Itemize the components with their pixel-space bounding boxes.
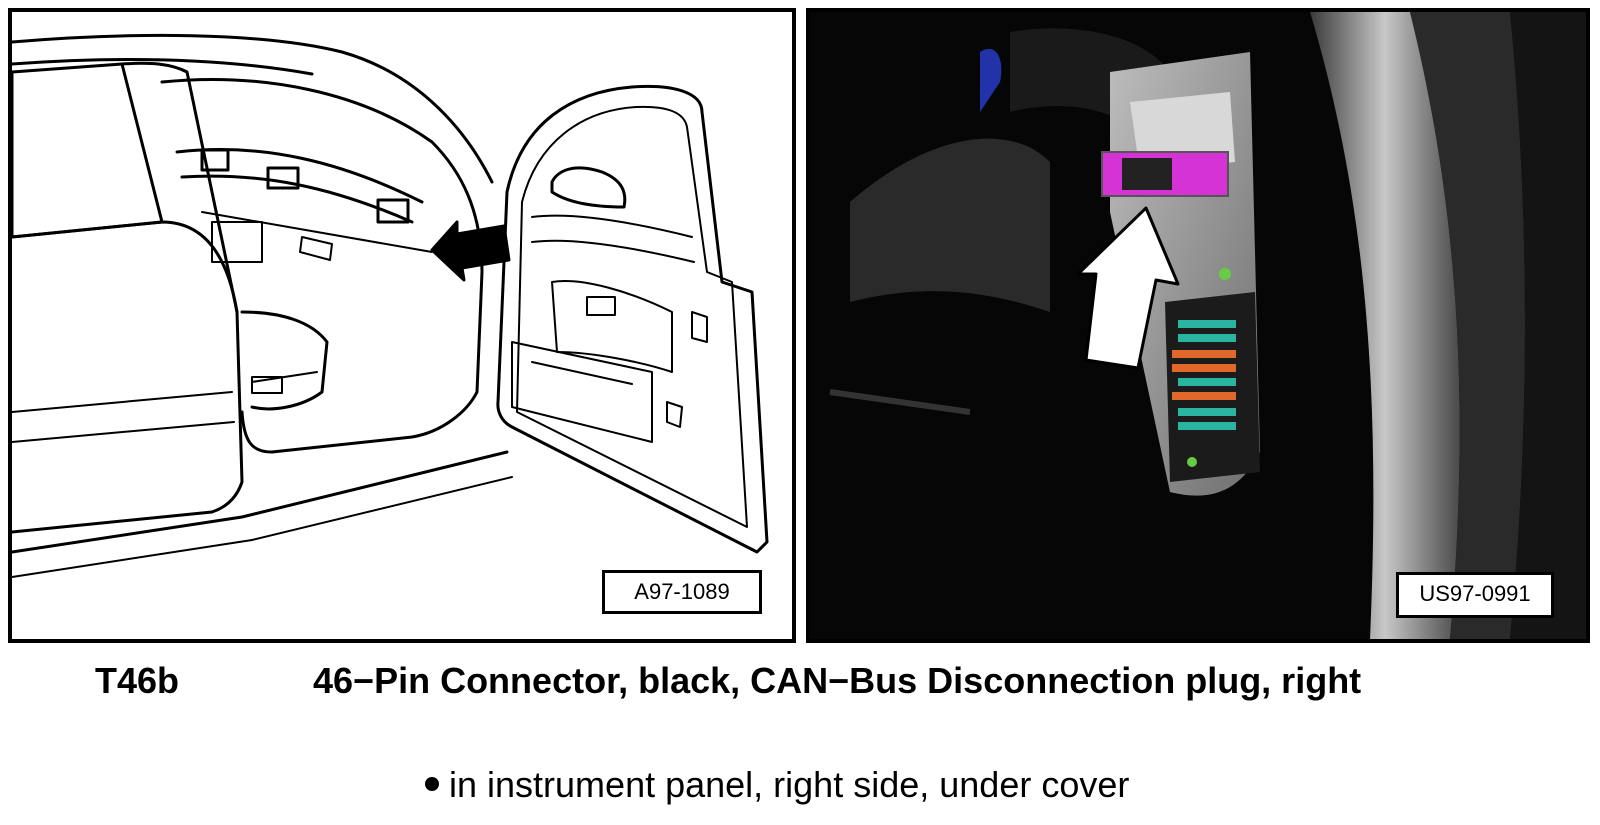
bullet-icon <box>425 777 439 792</box>
figure-code-right: US97-0991 <box>1396 572 1554 618</box>
component-code: T46b <box>95 660 180 701</box>
figure-left-drawing: A97-1089 <box>8 8 796 643</box>
location-text: in instrument panel, right side, under c… <box>449 764 1130 805</box>
component-description: 46−Pin Connector, black, CAN−Bus Disconn… <box>313 660 1362 701</box>
connector-photo <box>810 12 1586 639</box>
location-note: in instrument panel, right side, under c… <box>425 764 1129 806</box>
figure-code-left: A97-1089 <box>602 570 762 614</box>
figure-right-photo: US97-0991 <box>806 8 1590 643</box>
car-door-illustration <box>12 33 769 578</box>
